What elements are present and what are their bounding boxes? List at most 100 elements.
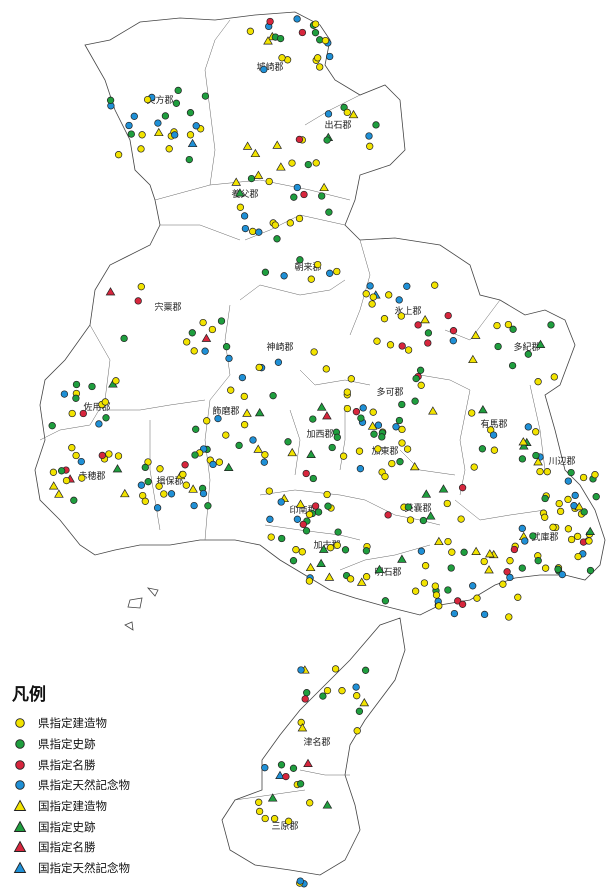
heritage-site-triangle-marker (470, 330, 481, 339)
heritage-site-circle-marker (322, 365, 330, 373)
heritage-site-circle-marker (269, 392, 277, 400)
heritage-site-circle-marker (506, 557, 514, 565)
heritage-site-circle-marker (532, 451, 540, 460)
heritage-site-circle-marker (70, 496, 78, 504)
heritage-site-triangle-marker (533, 457, 543, 466)
heritage-site-circle-marker (165, 145, 173, 153)
heritage-site-circle-marker (295, 135, 304, 144)
heritage-site-circle-marker (311, 20, 320, 28)
heritage-site-circle-marker (571, 491, 579, 500)
heritage-site-circle-marker (260, 65, 268, 74)
heritage-site-circle-marker (326, 52, 334, 61)
mainland-outline (34, 11, 606, 616)
heritage-site-circle-marker (79, 409, 87, 418)
heritage-site-circle-marker (352, 683, 360, 691)
heritage-site-circle-marker (398, 400, 406, 409)
heritage-site-circle-marker (293, 183, 301, 192)
heritage-site-circle-marker (368, 300, 376, 308)
heritage-site-triangle-marker (276, 162, 286, 171)
heritage-site-circle-marker (338, 687, 346, 695)
heritage-site-circle-marker (518, 455, 527, 463)
heritage-site-circle-marker (534, 378, 542, 386)
heritage-site-circle-marker (372, 121, 380, 129)
heritage-site-triangle-marker (223, 462, 234, 471)
heritage-site-circle-marker (444, 537, 452, 546)
heritage-site-triangle-marker (318, 544, 329, 553)
heritage-site-triangle-marker (425, 511, 436, 520)
heritage-site-circle-marker (292, 546, 300, 554)
heritage-site-circle-marker (271, 221, 279, 229)
heritage-site-circle-marker (260, 458, 268, 466)
heritage-site-triangle-marker (322, 411, 332, 420)
heritage-site-circle-marker (518, 524, 526, 533)
heritage-site-circle-marker (558, 570, 566, 579)
heritage-site-circle-marker (78, 474, 86, 482)
heritage-site-triangle-marker (48, 481, 59, 490)
heritage-site-circle-marker (289, 764, 298, 772)
heritage-site-triangle-marker (272, 140, 283, 149)
heritage-site-circle-marker (304, 160, 312, 169)
heritage-site-circle-marker (201, 347, 209, 355)
heritage-site-circle-marker (458, 484, 467, 492)
heritage-site-circle-marker (238, 373, 247, 382)
heritage-site-circle-marker (532, 428, 540, 436)
heritage-site-circle-marker (120, 334, 128, 343)
heritage-site-circle-marker (137, 283, 145, 291)
heritage-site-circle-marker (106, 96, 115, 104)
heritage-site-circle-marker (127, 130, 135, 138)
heritage-site-circle-marker (130, 112, 138, 120)
heritage-site-circle-marker (310, 348, 318, 356)
heritage-site-circle-marker (137, 145, 145, 153)
heritage-site-circle-marker (68, 409, 76, 418)
heritage-site-circle-marker (72, 380, 81, 389)
heritage-site-circle-marker (311, 29, 320, 37)
circle-marker-icon (15, 759, 25, 770)
heritage-site-triangle-marker (235, 188, 245, 197)
legend-item: 国指定天然記念物 (12, 858, 192, 879)
legend-item-label: 国指定建造物 (38, 799, 107, 814)
legend-item-label: 県指定天然記念物 (38, 778, 130, 793)
heritage-site-circle-marker (222, 431, 230, 439)
heritage-site-circle-marker (432, 591, 441, 599)
triangle-marker-icon (13, 820, 27, 832)
heritage-site-circle-marker (343, 404, 352, 413)
heritage-site-circle-marker (297, 718, 305, 727)
heritage-site-triangle-marker (267, 793, 278, 802)
heritage-site-triangle-marker (303, 758, 313, 767)
heritage-site-circle-marker (406, 516, 415, 524)
heritage-site-circle-marker (431, 582, 439, 590)
heritage-site-triangle-marker (471, 546, 481, 555)
heritage-site-triangle-marker (478, 405, 488, 414)
heritage-site-circle-marker (286, 219, 294, 227)
heritage-site-circle-marker (470, 463, 478, 471)
awaji-island-outline (221, 617, 406, 876)
heritage-site-circle-marker (536, 467, 544, 476)
heritage-site-circle-marker (95, 420, 103, 428)
heritage-site-circle-marker (417, 547, 426, 555)
heritage-site-circle-marker (72, 394, 80, 402)
heritage-site-circle-marker (192, 122, 200, 130)
heritage-site-circle-marker (370, 430, 378, 438)
heritage-site-circle-marker (88, 382, 96, 391)
heritage-site-circle-marker (141, 497, 149, 505)
heritage-site-triangle-marker (574, 502, 585, 511)
island-2 (146, 587, 159, 597)
heritage-site-circle-marker (541, 513, 549, 521)
circle-marker-icon (15, 739, 25, 749)
heritage-site-circle-marker (77, 457, 85, 466)
heritage-site-circle-marker (49, 468, 58, 476)
heritage-site-circle-marker (114, 151, 123, 159)
heritage-site-circle-marker (567, 535, 576, 544)
heritage-site-triangle-marker (231, 177, 242, 186)
heritage-site-triangle-marker (295, 499, 306, 508)
heritage-site-triangle-marker (297, 723, 308, 732)
heritage-site-circle-marker (355, 447, 364, 455)
heritage-site-circle-marker (217, 317, 226, 325)
district-label: 出石郡 (324, 119, 351, 131)
heritage-site-circle-marker (346, 575, 355, 583)
heritage-site-circle-marker (386, 341, 395, 349)
heritage-site-triangle-marker (421, 489, 432, 498)
heritage-site-circle-marker (314, 508, 323, 516)
heritage-site-circle-marker (138, 131, 146, 139)
heritage-site-circle-marker (392, 423, 400, 431)
